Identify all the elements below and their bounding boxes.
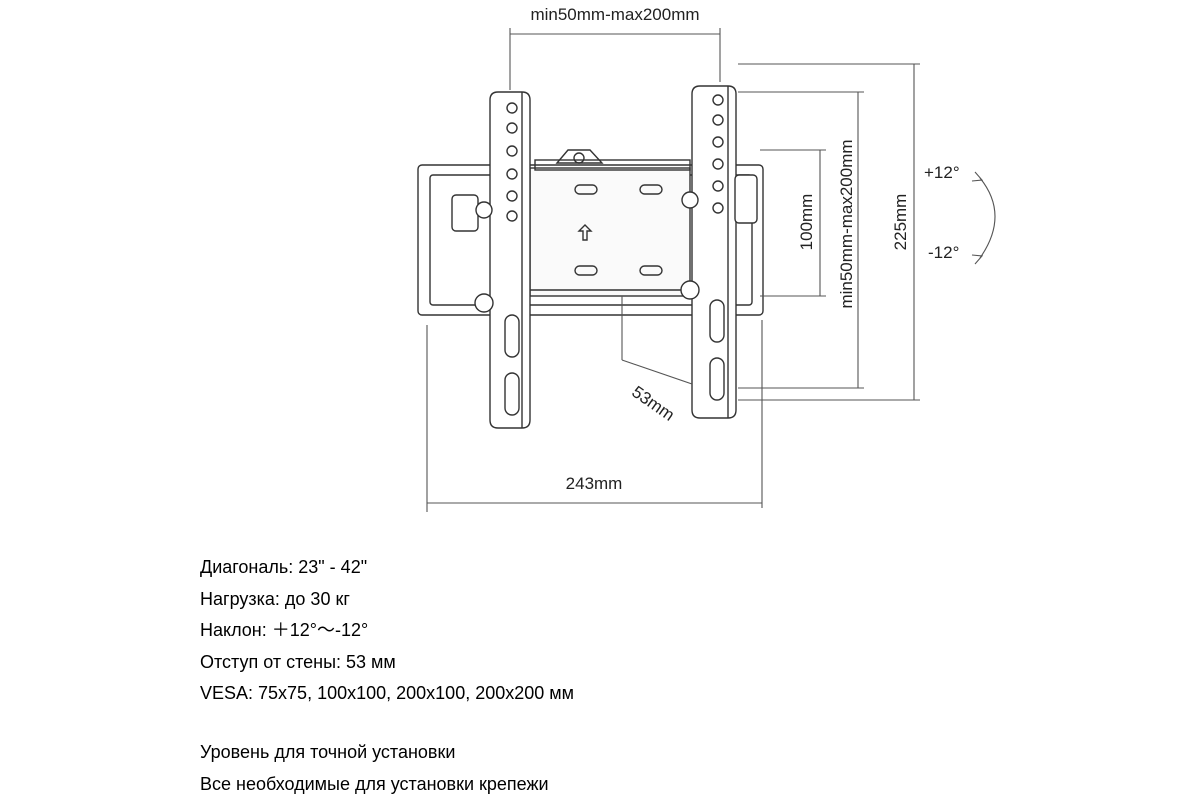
left-arm: [489, 91, 531, 429]
left-knob: [451, 194, 479, 232]
spec-load: Нагрузка: до 30 кг: [200, 588, 350, 609]
dim-top-width: min50mm-max200mm: [530, 5, 699, 24]
tilt-arc: [979, 177, 996, 259]
spec-vesa: VESA: 75x75, 100x100, 200x100, 200x200 м…: [200, 683, 575, 703]
dim-total-width: 243mm: [566, 474, 623, 493]
center-plate: [529, 167, 691, 297]
dim-depth: 53mm: [628, 382, 678, 425]
dim-tilt-up: +12°: [924, 163, 960, 182]
wall-plate: [417, 164, 764, 316]
spec-diagonal: Диагональ: 23" - 42": [200, 557, 368, 577]
dim-tilt-down: -12°: [928, 243, 959, 262]
extras-list: Уровень для точной установки Все необход…: [200, 737, 549, 800]
spec-wall-offset: Отступ от стены: 53 мм: [200, 651, 396, 672]
dim-vertical-range: min50mm-max200mm: [837, 139, 856, 308]
spec-list: Диагональ: 23" - 42" Нагрузка: до 30 кг …: [200, 552, 574, 710]
dim-total-height: 225mm: [891, 194, 910, 251]
right-arm: [691, 85, 737, 419]
extra-level: Уровень для точной установки: [200, 742, 456, 762]
extra-fasteners: Все необходимые для установки крепежи: [200, 773, 549, 794]
spec-tilt: Наклон: ＋12°～-12°: [200, 620, 369, 640]
level-icon: [555, 149, 604, 164]
dim-inner-height: 100mm: [797, 194, 816, 251]
right-knob: [734, 174, 758, 224]
bracket-diagram: min50mm-max200mm 225mm min50mm-max200mm …: [417, 5, 996, 512]
